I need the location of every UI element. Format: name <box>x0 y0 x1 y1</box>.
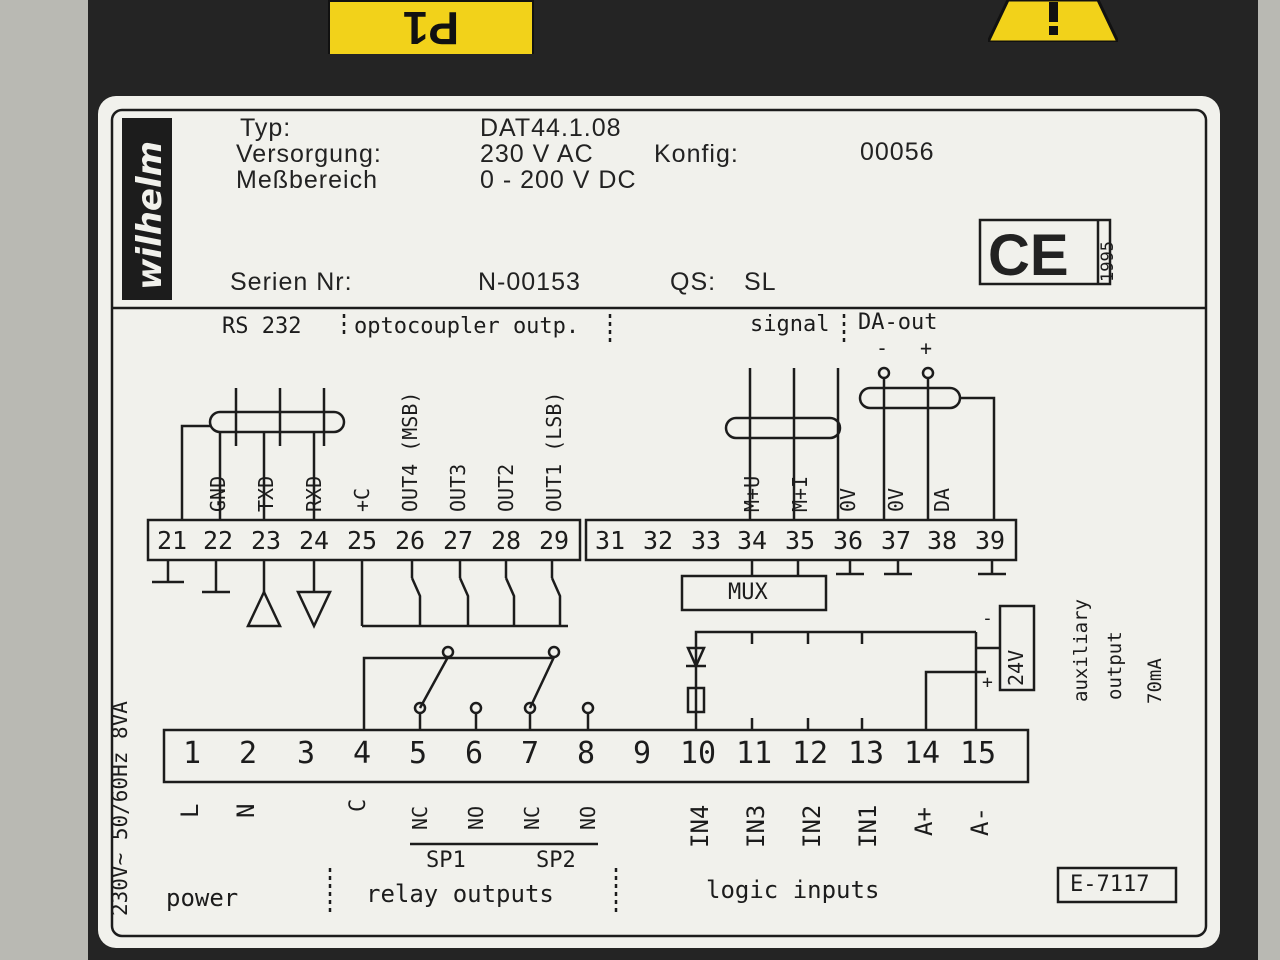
terminal-8: 8 <box>576 736 596 771</box>
terminal-22: 22 <box>202 526 234 555</box>
aux-plus: + <box>982 672 993 693</box>
mux-box: MUX <box>728 580 768 605</box>
label-rxd: RXD <box>302 475 326 512</box>
terminal-21: 21 <box>156 526 188 555</box>
wiring-diagram <box>110 108 1208 938</box>
terminal-33: 33 <box>690 526 722 555</box>
group-sp2: SP2 <box>536 848 576 873</box>
serial-value: N-00153 <box>478 268 581 296</box>
ce-year: 1995 <box>1098 241 1118 282</box>
terminal-7: 7 <box>520 736 540 771</box>
aux-line3: 70mA <box>1144 658 1166 704</box>
serial-label: Serien Nr: <box>230 268 353 296</box>
range-value: 0 - 200 V DC <box>480 166 637 194</box>
terminal-24: 24 <box>298 526 330 555</box>
aux-line1: auxiliary <box>1070 599 1092 702</box>
supply-value: 230 V AC <box>480 140 594 168</box>
label-plus-c: +C <box>350 487 374 512</box>
label-sp2-nc: NC <box>520 805 544 830</box>
terminal-4: 4 <box>352 736 372 771</box>
ce-mark-icon: CE <box>988 223 1069 288</box>
label-sp1-nc: NC <box>408 805 432 830</box>
label-in1: IN1 <box>854 804 882 848</box>
terminal-23: 23 <box>250 526 282 555</box>
label-in2: IN2 <box>798 804 826 848</box>
terminal-1: 1 <box>182 736 202 771</box>
terminal-2: 2 <box>238 736 258 771</box>
terminal-37: 37 <box>880 526 912 555</box>
label-gnd: GND <box>206 475 230 512</box>
label-in4: IN4 <box>686 804 714 848</box>
footer-power: power <box>166 884 239 912</box>
terminal-29: 29 <box>538 526 570 555</box>
signal-section: signal <box>750 312 830 337</box>
da-minus: - <box>876 336 889 360</box>
label-out3: OUT3 <box>446 463 470 512</box>
opto-section: optocoupler outp. <box>354 314 580 339</box>
terminal-26: 26 <box>394 526 426 555</box>
label-in3: IN3 <box>742 804 770 848</box>
terminal-6: 6 <box>464 736 484 771</box>
terminal-27: 27 <box>442 526 474 555</box>
terminal-31: 31 <box>594 526 626 555</box>
label-a-minus: A- <box>966 807 994 836</box>
label-0v-a: 0V <box>836 487 860 512</box>
qs-label: QS: <box>670 268 717 296</box>
label-da: DA <box>930 487 954 512</box>
module-tag: P1 <box>328 0 534 54</box>
da-out-section: DA-out <box>858 310 938 335</box>
footer-code: E-7117 <box>1070 872 1150 897</box>
terminal-13: 13 <box>847 736 885 771</box>
supply-spec: 230V~ 50/60Hz 8VA <box>108 701 132 916</box>
type-value: DAT44.1.08 <box>480 114 622 142</box>
brand-logo: wilhelm <box>122 118 172 300</box>
label-out1: OUT1 (LSB) <box>542 391 566 512</box>
rating-plate: wilhelm Typ: DAT44.1.08 Versorgung: 230 … <box>98 96 1220 948</box>
label-0v-b: 0V <box>884 487 908 512</box>
label-a-plus: A+ <box>910 807 938 836</box>
terminal-5: 5 <box>408 736 428 771</box>
warning-icon <box>988 0 1118 42</box>
label-sp2-no: NO <box>576 805 600 830</box>
terminal-32: 32 <box>642 526 674 555</box>
label-m-i: M+I <box>788 475 812 512</box>
terminal-35: 35 <box>784 526 816 555</box>
qs-value: SL <box>744 268 777 296</box>
label-l: L <box>176 803 204 818</box>
terminal-28: 28 <box>490 526 522 555</box>
label-m-u: M+U <box>740 475 764 512</box>
label-c: C <box>346 798 371 812</box>
terminal-12: 12 <box>791 736 829 771</box>
label-out4: OUT4 (MSB) <box>398 391 422 512</box>
terminal-25: 25 <box>346 526 378 555</box>
label-n: N <box>232 803 260 818</box>
terminal-9: 9 <box>632 736 652 771</box>
label-sp1-no: NO <box>464 805 488 830</box>
supply-label: Versorgung: <box>236 140 382 168</box>
terminal-39: 39 <box>974 526 1006 555</box>
rs232-section: RS 232 <box>222 314 302 339</box>
footer-logic: logic inputs <box>706 876 880 904</box>
config-value: 00056 <box>860 138 935 166</box>
terminal-38: 38 <box>926 526 958 555</box>
da-plus: + <box>920 336 933 360</box>
type-label: Typ: <box>240 114 292 142</box>
terminal-15: 15 <box>959 736 997 771</box>
config-label: Konfig: <box>654 140 739 168</box>
terminal-10: 10 <box>679 736 717 771</box>
range-label: Meßbereich <box>236 166 378 194</box>
terminal-36: 36 <box>832 526 864 555</box>
group-sp1: SP1 <box>426 848 466 873</box>
label-out2: OUT2 <box>494 463 518 512</box>
terminal-3: 3 <box>296 736 316 771</box>
aux-minus: - <box>982 608 993 629</box>
footer-relay: relay outputs <box>366 880 554 908</box>
aux-voltage: 24V <box>1004 649 1028 686</box>
terminal-34: 34 <box>736 526 768 555</box>
label-txd: TXD <box>254 475 278 512</box>
terminal-14: 14 <box>903 736 941 771</box>
aux-line2: output <box>1104 631 1126 700</box>
terminal-11: 11 <box>735 736 773 771</box>
